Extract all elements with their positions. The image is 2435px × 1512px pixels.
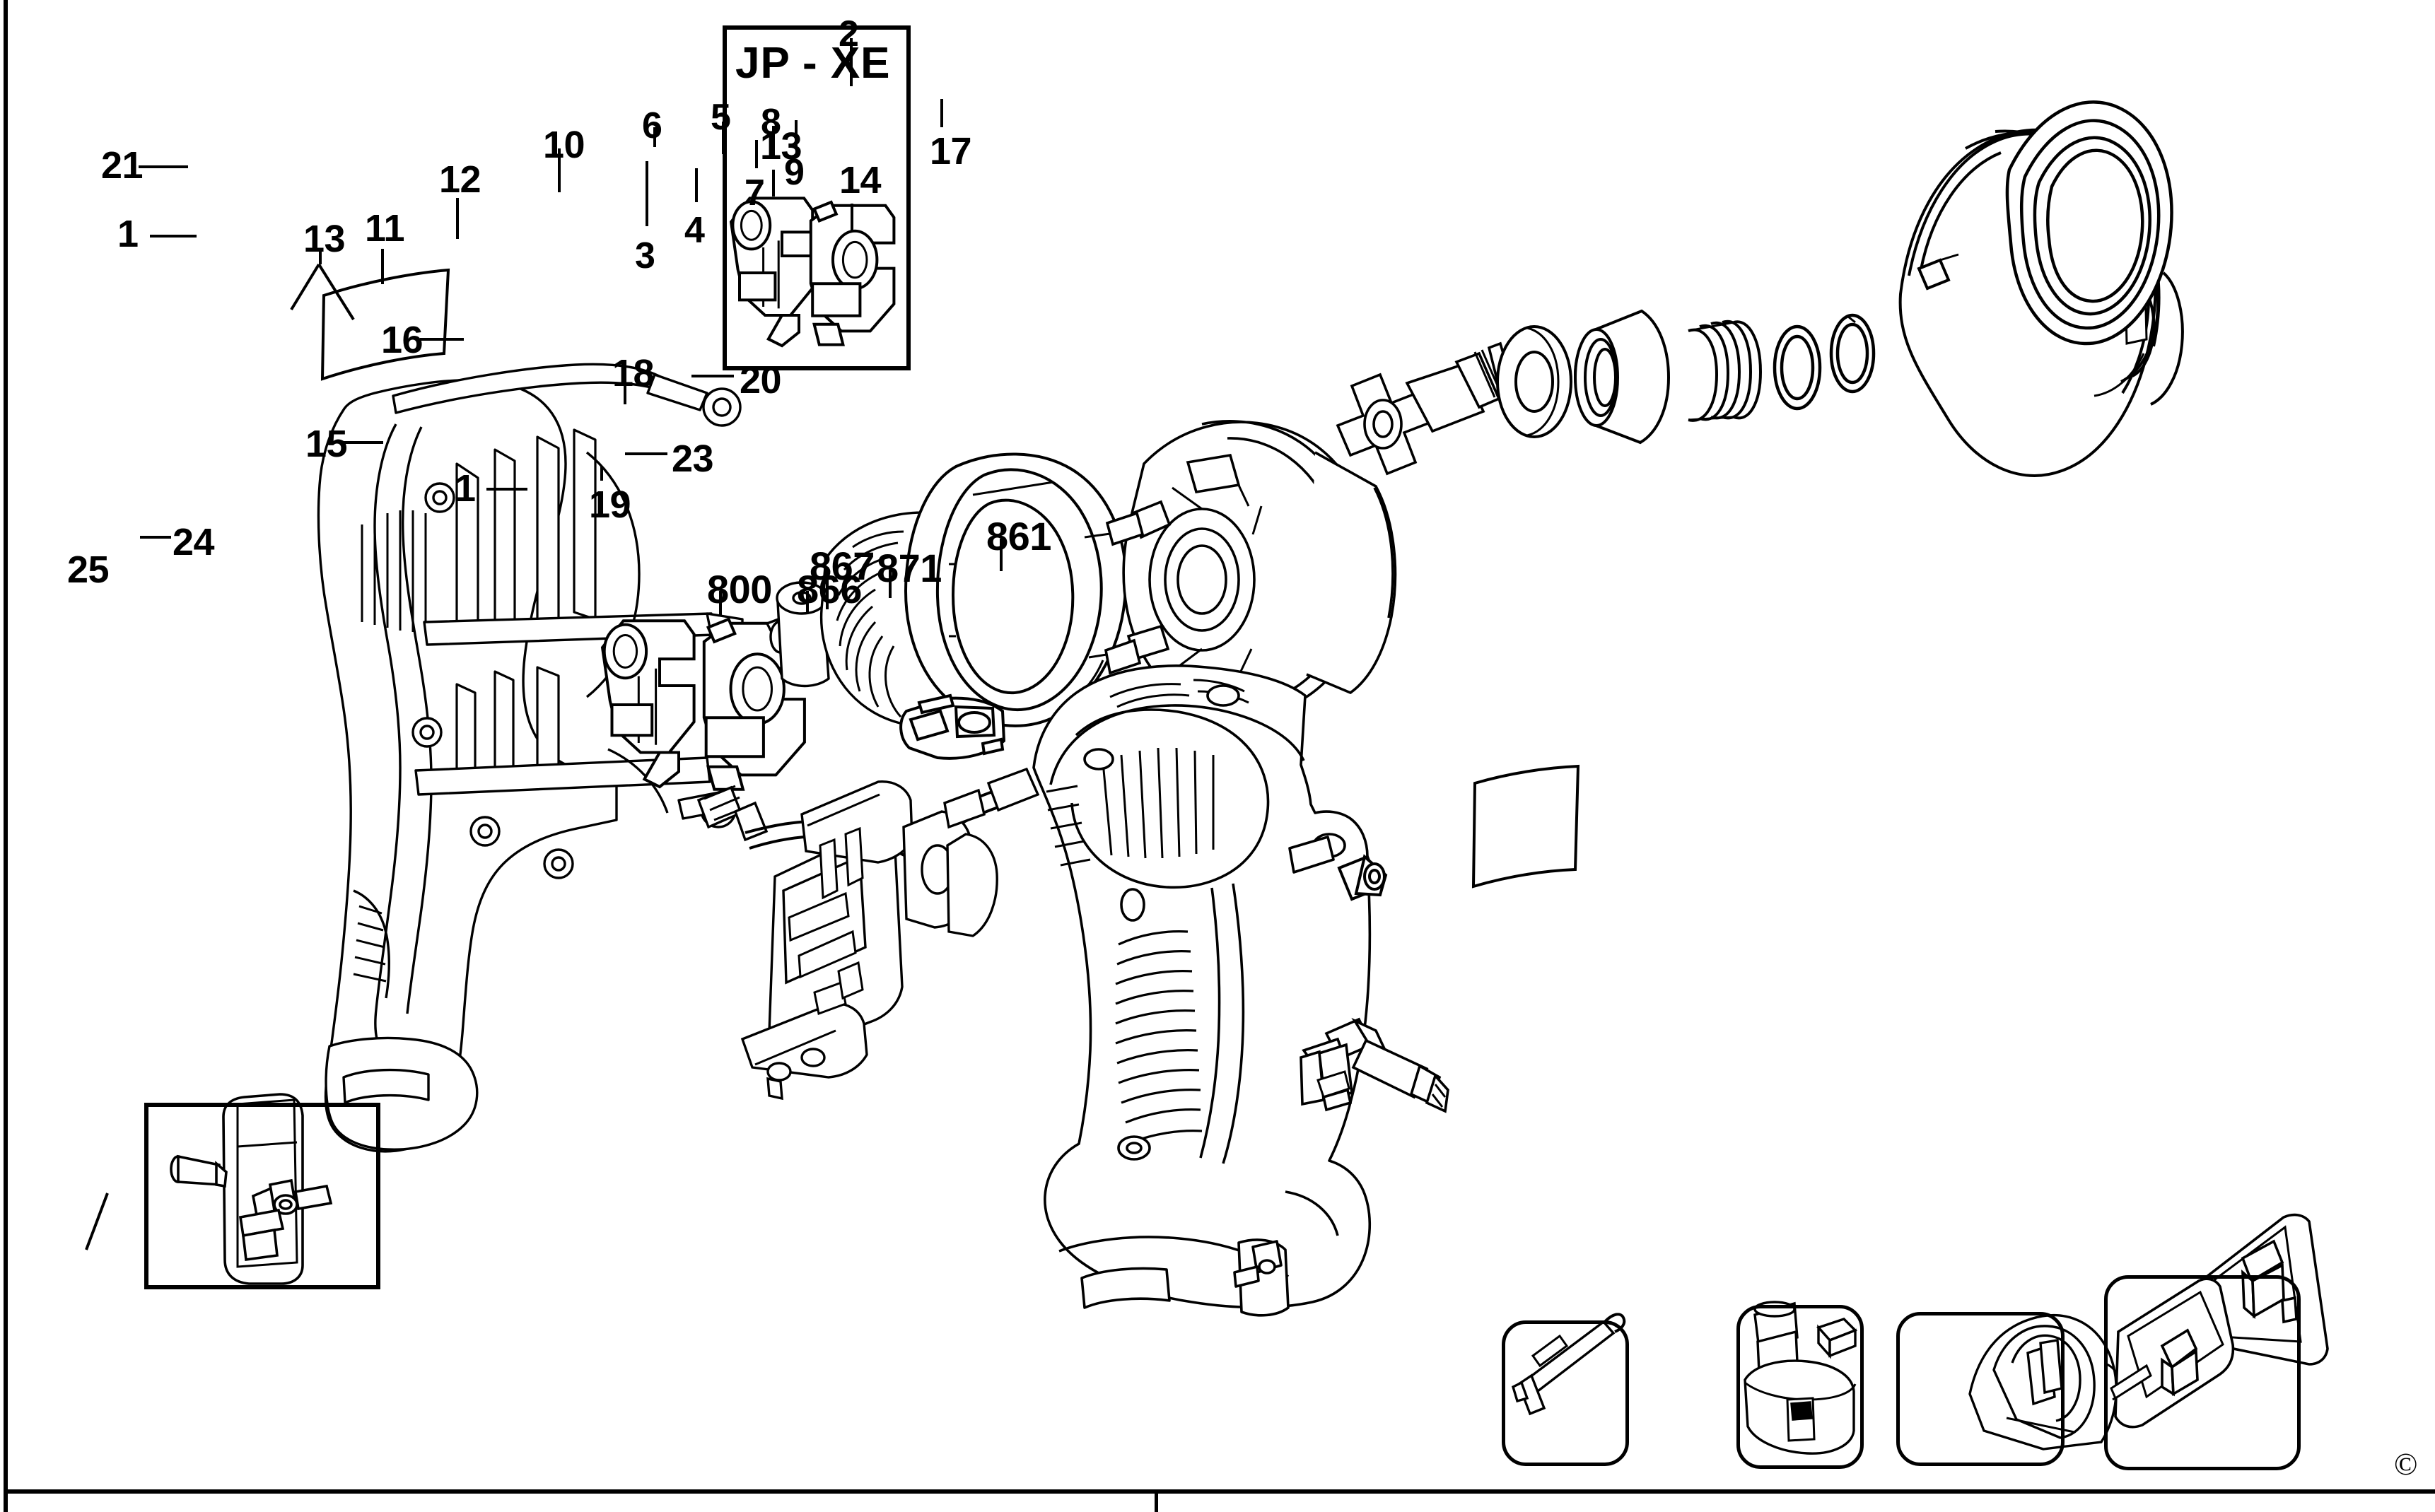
accessory-box-861 — [2104, 1275, 2301, 1470]
nameplate-label-right-art — [1473, 766, 1578, 886]
callout-20: 20 — [740, 359, 782, 402]
leader-15 — [341, 441, 383, 444]
leader-11 — [381, 249, 384, 284]
leader-12 — [456, 198, 459, 239]
callout-10: 10 — [543, 124, 585, 166]
chuck-collar-sleeve-art — [2007, 102, 2172, 344]
retaining-ring-art — [1831, 315, 1874, 392]
copyright-mark: © — [2394, 1447, 2418, 1482]
leader-14-inset — [851, 204, 853, 230]
accessory-box-871 — [1896, 1312, 2065, 1466]
callout-8: 8 — [761, 102, 781, 143]
leader-867 — [826, 567, 829, 609]
leader-2 — [850, 38, 853, 86]
callout-23: 23 — [672, 438, 714, 480]
thrust-washer-art — [1775, 327, 1820, 409]
gearbox-assembly-art — [1106, 421, 1395, 748]
leader-18 — [624, 377, 626, 404]
housing-right-half-art — [1034, 666, 1370, 1315]
forward-reverse-switch-art — [901, 696, 1004, 758]
leader-7 — [755, 140, 758, 168]
leader-17 — [940, 99, 943, 127]
leader-23 — [625, 452, 667, 455]
callout-800: 800 — [707, 567, 772, 611]
leader-871 — [889, 570, 892, 598]
callout-1-right: 1 — [455, 467, 476, 510]
compression-spring-art — [1688, 322, 1760, 421]
callout-867: 867 — [810, 544, 875, 588]
callout-7: 7 — [744, 172, 765, 213]
callout-9: 9 — [784, 152, 805, 193]
brush-assembly-left-art — [602, 621, 694, 787]
leader-3 — [646, 161, 648, 226]
inset-title-jpxe: JP - XE — [735, 39, 891, 88]
callout-871: 871 — [877, 546, 942, 590]
leader-866 — [806, 591, 809, 614]
callout-2: 2 — [839, 13, 859, 54]
leader-13-inset — [772, 170, 775, 197]
leader-20 — [691, 375, 734, 377]
callout-24: 24 — [173, 521, 215, 563]
callout-17: 17 — [930, 130, 972, 172]
driver-bit-art — [1326, 1019, 1448, 1111]
gear-case-housing-art — [1900, 130, 2183, 476]
housing-left-half-art — [318, 364, 742, 1151]
callout-15: 15 — [305, 423, 348, 465]
inset-box-jpxe — [723, 25, 911, 370]
leader-4 — [695, 168, 698, 202]
spring-sleeve-art — [1575, 311, 1669, 443]
flat-washer-art — [1497, 327, 1571, 437]
leader-1-left — [150, 235, 197, 238]
callout-5: 5 — [711, 97, 731, 138]
accessory-box-800 — [1502, 1320, 1629, 1466]
accessory-box-866-867 — [1736, 1305, 1864, 1469]
callout-13-inset: 13 — [760, 125, 802, 168]
callout-861: 861 — [986, 514, 1051, 558]
callout-14-inset: 14 — [839, 159, 882, 201]
callout-18: 18 — [612, 352, 655, 394]
leader-800 — [719, 591, 722, 616]
terminal-clip-art — [1301, 1039, 1352, 1110]
callout-13-main: 13 — [303, 218, 346, 260]
callout-6: 6 — [642, 105, 662, 146]
callout-19: 19 — [589, 484, 631, 526]
callout-3: 3 — [635, 235, 655, 276]
leader-24 — [140, 536, 171, 539]
leader-6 — [653, 127, 656, 147]
leader-16 — [420, 338, 464, 341]
callout-21: 21 — [101, 144, 144, 187]
callout-4: 4 — [684, 210, 705, 251]
callout-16: 16 — [381, 319, 424, 361]
trigger-switch-assembly-art — [699, 769, 1038, 1098]
brush-assembly-right-art — [704, 619, 805, 790]
page-frame-divider — [1155, 1489, 1158, 1512]
page-frame-bottom-rule — [4, 1489, 2435, 1494]
inset-box-belt-hook — [144, 1103, 380, 1289]
anvil-spindle-art — [1338, 344, 1513, 474]
leader-1-right — [486, 488, 527, 491]
housing-screw-art — [1339, 857, 1386, 899]
page-frame-left-rule — [4, 0, 8, 1512]
callout-11: 11 — [365, 207, 405, 250]
callout-25: 25 — [67, 549, 110, 591]
callout-1-left: 1 — [117, 213, 139, 255]
leader-9 — [795, 120, 798, 147]
callout-12: 12 — [439, 158, 481, 201]
callout-866: 866 — [797, 567, 862, 611]
leader-13-main-stem — [319, 249, 322, 264]
leader-8 — [772, 126, 775, 157]
leader-861 — [1000, 539, 1003, 571]
leader-21 — [139, 165, 188, 168]
leader-10 — [558, 148, 561, 192]
leader-19 — [600, 467, 603, 481]
